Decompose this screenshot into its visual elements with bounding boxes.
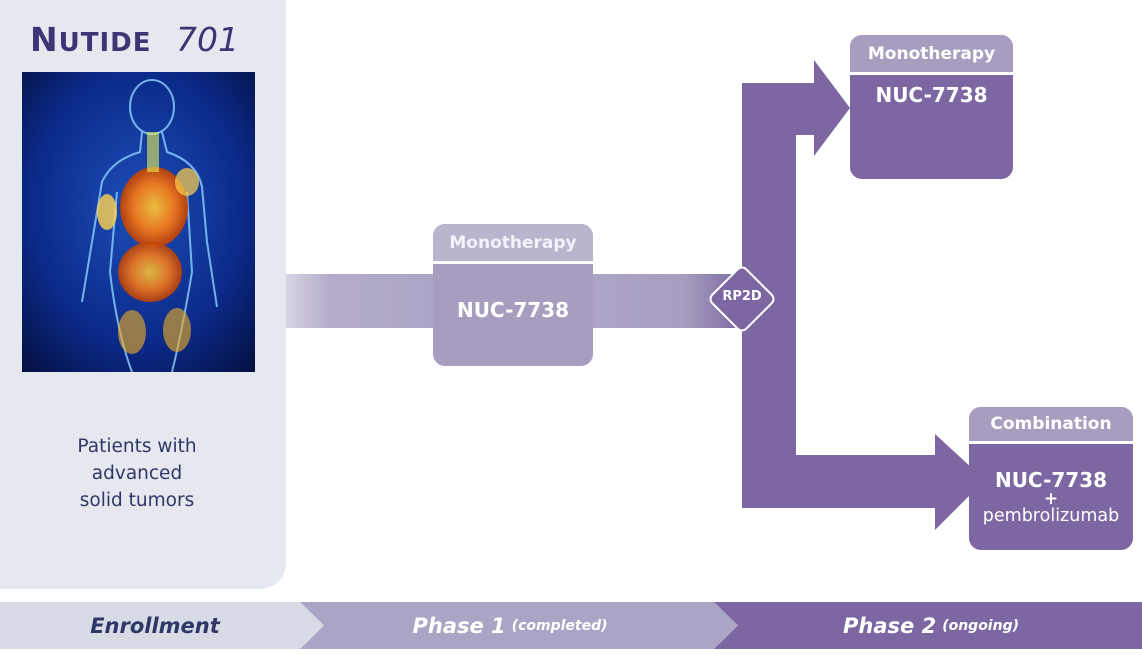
phase-bar-enrollment-segment	[0, 602, 324, 649]
divider	[850, 72, 1013, 75]
phase-bar	[0, 602, 1142, 649]
phase2-combination-box: Combination NUC-7738 + pembrolizumab	[969, 407, 1133, 550]
svg-text:701: 701	[176, 20, 239, 59]
divider	[433, 261, 593, 264]
box-header: Monotherapy	[433, 224, 593, 261]
caption-line-1: Patients with	[77, 436, 197, 457]
phase-status: (completed)	[511, 617, 608, 634]
box-body: NUC-7738	[433, 264, 593, 366]
phase-enrollment-label: Enrollment	[0, 602, 310, 649]
box-header: Monotherapy	[850, 35, 1013, 72]
phase-bar-phase1-segment	[300, 602, 738, 649]
flow-enrollment-to-phase1	[286, 274, 434, 328]
box-body: NUC-7738 + pembrolizumab	[969, 444, 1133, 550]
phase-name: Phase 1	[412, 613, 506, 638]
combo-drug-name: pembrolizumab	[982, 506, 1120, 526]
phase-2-label: Phase 2 (ongoing)	[720, 602, 1142, 649]
drug-name: NUC-7738	[875, 83, 988, 107]
box-header: Combination	[969, 407, 1133, 441]
arrow-to-combination	[742, 434, 985, 530]
rp2d-label: RP2D	[722, 289, 762, 304]
drug-name: NUC-7738	[994, 468, 1108, 492]
phase-1-label: Phase 1 (completed)	[300, 602, 720, 649]
drug-name: NUC-7738	[456, 298, 570, 322]
phase-name: Phase 2	[843, 613, 937, 638]
arrow-to-monotherapy	[742, 60, 850, 508]
plus-sign: +	[1043, 489, 1059, 509]
anatomy-figure-image	[22, 72, 255, 372]
caption-line-2: advanced	[91, 463, 183, 484]
phase-bar-phase2-segment	[714, 602, 1142, 649]
rp2d-diamond	[709, 266, 775, 332]
divider	[969, 441, 1133, 444]
phase2-monotherapy-box: Monotherapy NUC-7738	[850, 35, 1013, 179]
phase-name: Enrollment	[90, 613, 220, 638]
patients-caption: Patients with advanced solid tumors	[30, 433, 244, 514]
nutide-701-logo: NUTIDE 701	[30, 20, 239, 59]
caption-line-3: solid tumors	[79, 490, 195, 511]
box-body: NUC-7738	[850, 75, 1013, 147]
phase1-monotherapy-box: Monotherapy NUC-7738	[433, 224, 593, 366]
phase-status: (ongoing)	[942, 617, 1019, 634]
